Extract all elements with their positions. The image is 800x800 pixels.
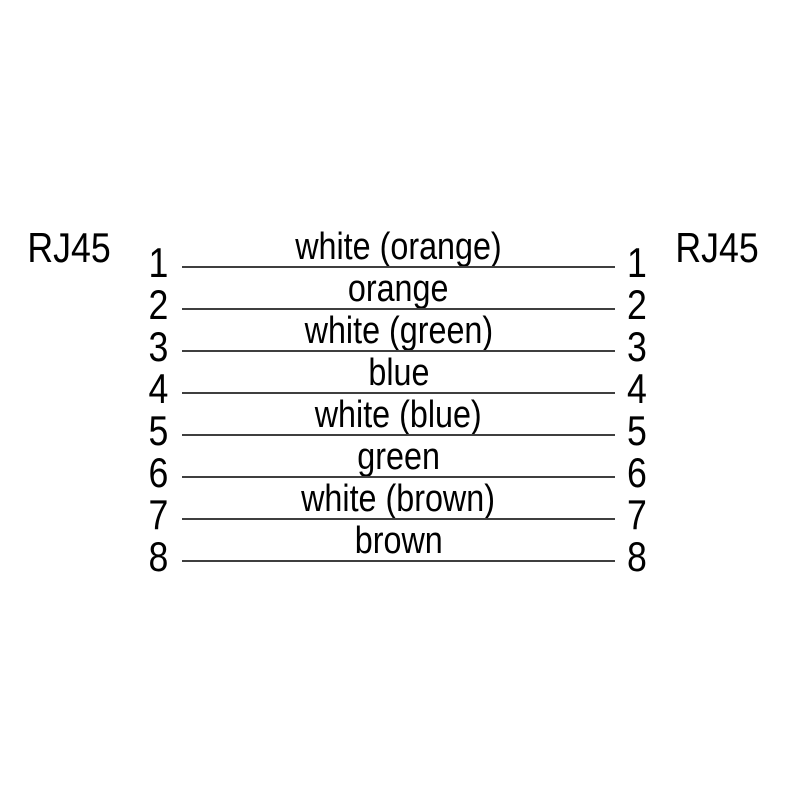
connector-label-right: RJ45	[668, 227, 763, 269]
wire-row: 3 white (green) 3	[148, 310, 647, 368]
wire-row: 8 brown 8	[148, 520, 647, 578]
wire-color-label: white (brown)	[301, 478, 496, 520]
wire-line	[182, 476, 615, 478]
wire-line	[182, 560, 615, 562]
pin-number-right: 1	[627, 239, 647, 286]
wire-row: 4 blue 4	[148, 352, 647, 410]
connector-label-right-text: RJ45	[675, 224, 759, 271]
wire-row: 1 white (orange) 1	[148, 226, 647, 284]
pin-number-right: 6	[627, 449, 647, 496]
pin-number-right: 4	[627, 365, 647, 412]
pin-number-left: 5	[148, 407, 168, 454]
wire-line	[182, 266, 615, 268]
pin-number-right: 7	[627, 491, 647, 538]
wire-list: 1 white (orange) 1 2 orange 2 3 white (g…	[148, 226, 647, 578]
wire-row: 7 white (brown) 7	[148, 478, 647, 536]
pin-number-right: 8	[627, 533, 647, 580]
wire-color-label: green	[357, 436, 440, 478]
connector-label-left: RJ45	[20, 227, 115, 269]
pin-number-left: 6	[148, 449, 168, 496]
wire-color-label: orange	[348, 268, 449, 310]
wire-color-label: white (orange)	[295, 226, 502, 268]
wire-row: 5 white (blue) 5	[148, 394, 647, 452]
pin-number-left: 3	[148, 323, 168, 370]
pin-number-right: 3	[627, 323, 647, 370]
pin-number-left: 8	[148, 533, 168, 580]
pin-number-left: 7	[148, 491, 168, 538]
wire-row: 6 green 6	[148, 436, 647, 494]
pin-number-right: 2	[627, 281, 647, 328]
wire-line	[182, 392, 615, 394]
pin-number-left: 2	[148, 281, 168, 328]
wire-color-label: blue	[367, 352, 430, 394]
wire-color-label: white (blue)	[315, 394, 482, 436]
pin-number-left: 1	[148, 239, 168, 286]
wire-color-label: white (green)	[304, 310, 493, 352]
wire-line	[182, 434, 615, 436]
wire-color-label: brown	[354, 520, 443, 562]
wire-row: 2 orange 2	[148, 268, 647, 326]
pin-number-left: 4	[148, 365, 168, 412]
wire-line	[182, 350, 615, 352]
connector-label-left-text: RJ45	[27, 224, 111, 271]
wire-line	[182, 518, 615, 520]
pin-number-right: 5	[627, 407, 647, 454]
wire-line	[182, 308, 615, 310]
